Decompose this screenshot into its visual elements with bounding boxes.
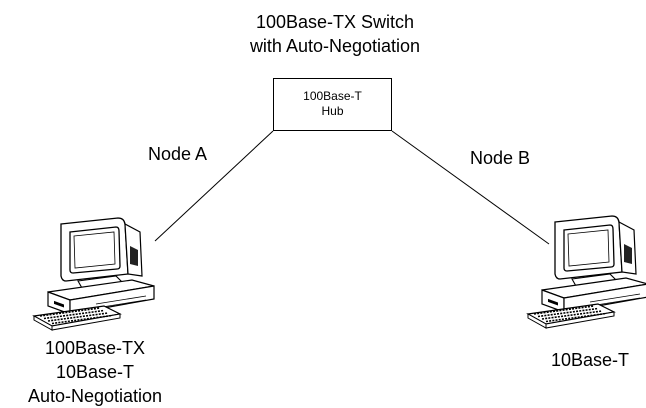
- node-a-caption-line2: 10Base-T: [55, 362, 135, 382]
- node-b-label: Node B: [470, 148, 531, 168]
- hub-label-line1: 100Base-T: [303, 89, 362, 103]
- node-b-caption: 10Base-T: [545, 348, 635, 372]
- switch-title: 100Base-TX Switch with Auto-Negotiation: [215, 10, 455, 58]
- hub-box: 100Base-T Hub: [273, 78, 392, 131]
- computer-node-b-icon: [527, 215, 646, 329]
- computer-node-a-icon: [33, 217, 155, 331]
- node-a-caption-line1: 100Base-TX: [44, 338, 146, 358]
- link-node-b: [391, 130, 550, 245]
- switch-title-line1: 100Base-TX Switch: [255, 12, 415, 32]
- hub-label-line2: Hub: [321, 104, 344, 118]
- link-node-a: [154, 130, 274, 242]
- node-b-caption-line1: 10Base-T: [550, 350, 630, 370]
- switch-title-line2: with Auto-Negotiation: [249, 36, 421, 56]
- node-a-label: Node A: [148, 144, 208, 164]
- node-a-caption: 100Base-TX 10Base-T Auto-Negotiation: [20, 336, 170, 408]
- node-a-caption-line3: Auto-Negotiation: [27, 386, 163, 406]
